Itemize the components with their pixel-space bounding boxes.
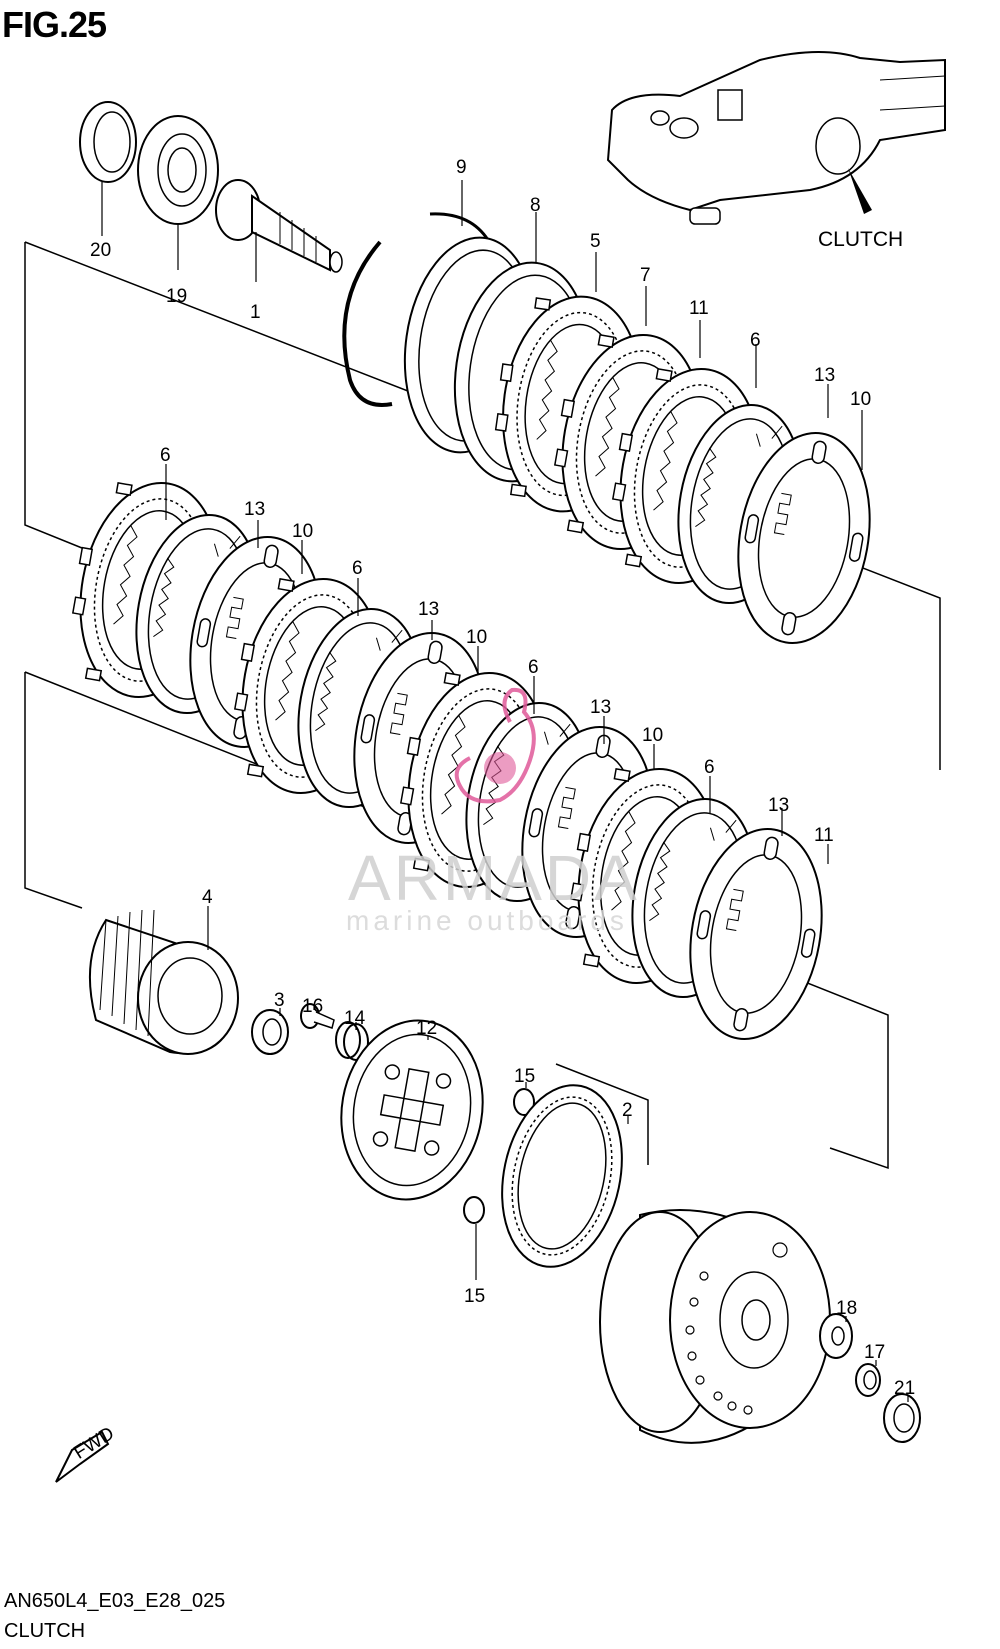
clutch-hub-part [88, 909, 239, 1055]
engine-assembly-illustration [606, 50, 946, 225]
callout-17: 17 [864, 1342, 885, 1363]
bushing-part [855, 1363, 881, 1397]
callout-10-mid-a: 10 [292, 521, 313, 542]
fwd-direction-arrow: FWD [55, 1423, 118, 1483]
circlip-part [342, 240, 393, 407]
callout-14: 14 [344, 1008, 366, 1029]
needle-bearing-part [883, 1393, 921, 1443]
callout-6-mid-b: 6 [352, 558, 363, 579]
watermark-tagline: marine outboards [346, 905, 628, 936]
callout-2: 2 [622, 1100, 633, 1121]
upper-group-frame [24, 241, 941, 770]
callout-13-mid-b: 13 [418, 599, 439, 620]
armada-seahorse-logo [454, 687, 536, 804]
callout-13-top: 13 [814, 365, 835, 386]
wire-clip-part [429, 212, 490, 241]
callout-6-mid-a: 6 [160, 445, 171, 466]
primary-gear-plate-part [340, 1019, 484, 1201]
callout-21: 21 [894, 1378, 915, 1399]
callout-10-mid-b: 10 [466, 627, 487, 648]
callout-16: 16 [302, 996, 323, 1017]
oil-seal-part [79, 101, 137, 183]
clutch-housing-part [599, 1209, 831, 1444]
callout-10-mid-c: 10 [642, 725, 663, 746]
callout-15-lower: 15 [464, 1286, 485, 1307]
housing-group-frame [555, 1063, 649, 1165]
clutch-pointer-arrow [848, 168, 872, 214]
callout-1: 1 [250, 302, 261, 323]
callout-13-mid-c: 13 [590, 697, 611, 718]
bearing-part [137, 115, 219, 225]
armada-watermark: ARMADA marine outboards [346, 687, 640, 936]
figure-title: FIG.25 [2, 4, 107, 45]
figure-code: AN650L4_E03_E28_025 [4, 1590, 226, 1612]
callout-18: 18 [836, 1298, 857, 1319]
damper-part-lower [463, 1196, 485, 1224]
washer-part [819, 1313, 853, 1359]
fwd-label: FWD [70, 1423, 118, 1464]
callout-10-top: 10 [850, 389, 871, 410]
one-way-clutch-ring-part [501, 1084, 623, 1268]
callout-19: 19 [166, 286, 187, 307]
damper-part-upper [513, 1088, 535, 1116]
callout-4: 4 [202, 887, 213, 908]
callout-11-bottom: 11 [814, 825, 834, 846]
clutch-location-label: CLUTCH [818, 228, 903, 251]
callout-11-top: 11 [689, 298, 709, 319]
callout-6-mid-c: 6 [528, 657, 539, 678]
watermark-brand: ARMADA [348, 842, 640, 914]
callout-13-mid-a: 13 [244, 499, 265, 520]
callout-13-mid-d: 13 [768, 795, 789, 816]
leader-lines [101, 180, 909, 1402]
callout-15-upper: 15 [514, 1066, 535, 1087]
callout-12: 12 [416, 1018, 437, 1039]
callout-9: 9 [456, 157, 467, 178]
callout-6-top: 6 [750, 330, 761, 351]
callout-20: 20 [90, 240, 111, 261]
callout-6-mid-d: 6 [704, 757, 715, 778]
collar-part [251, 1009, 289, 1055]
callout-3: 3 [274, 990, 285, 1011]
callout-5: 5 [590, 231, 601, 252]
callout-8: 8 [530, 195, 541, 216]
callout-7: 7 [640, 265, 651, 286]
shaft-part [215, 179, 343, 273]
figure-name: CLUTCH [4, 1620, 86, 1642]
